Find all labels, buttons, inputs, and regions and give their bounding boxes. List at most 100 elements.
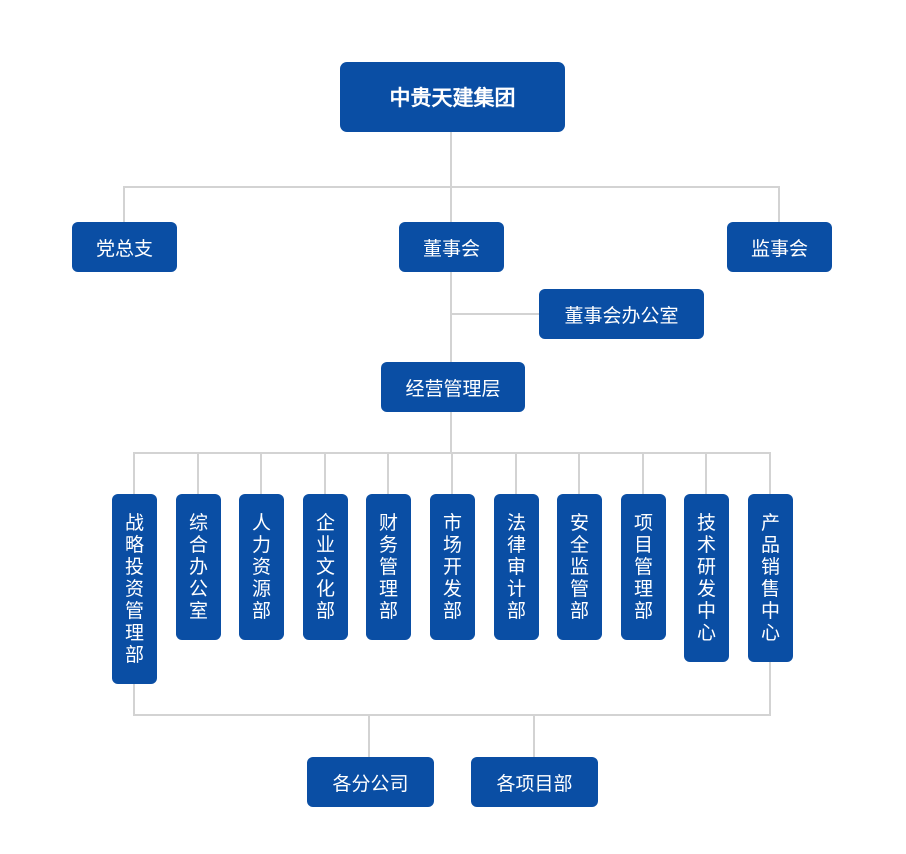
connector-level1-bar: [123, 186, 780, 188]
department-label-char: 律: [506, 534, 526, 556]
department-label: 人力资源部: [252, 512, 271, 622]
department-node: 综合办公室: [176, 494, 221, 640]
department-label-char: 投: [124, 556, 144, 578]
connector-bottom-left-rise: [133, 682, 135, 716]
connector-board-office: [450, 313, 542, 315]
department-label-char: 研: [696, 556, 716, 578]
department-node: 法律审计部: [494, 494, 539, 640]
department-label-char: 全: [569, 534, 589, 556]
department-label-char: 技: [696, 512, 716, 534]
department-label-char: 室: [188, 600, 208, 622]
supervisory-board-node: 监事会: [727, 222, 832, 272]
department-label: 企业文化部: [316, 512, 335, 622]
department-label: 市场开发部: [443, 512, 462, 622]
department-label-char: 场: [442, 534, 462, 556]
department-label: 财务管理部: [379, 512, 398, 622]
department-node: 技术研发中心: [684, 494, 729, 662]
department-label-char: 管: [378, 556, 398, 578]
department-label-char: 源: [251, 578, 271, 600]
connector-board-to-management: [450, 271, 452, 364]
department-node: 财务管理部: [366, 494, 411, 640]
department-node: 人力资源部: [239, 494, 284, 640]
root-node: 中贵天建集团: [340, 62, 565, 132]
department-label: 产品销售中心: [761, 512, 780, 644]
department-label-char: 心: [760, 622, 780, 644]
connector-dept-drop: [387, 452, 389, 496]
connector-root-down: [450, 131, 452, 224]
connector-project-drop: [533, 714, 535, 758]
department-label-char: 售: [760, 578, 780, 600]
department-label-char: 安: [569, 512, 589, 534]
department-label-char: 略: [124, 534, 144, 556]
connector-branch-drop: [368, 714, 370, 758]
department-label-char: 计: [506, 578, 526, 600]
department-label-char: 术: [696, 534, 716, 556]
department-label-char: 办: [188, 556, 208, 578]
department-label: 项目管理部: [634, 512, 653, 622]
department-label-char: 市: [442, 512, 462, 534]
department-node: 战略投资管理部: [112, 494, 157, 684]
department-label-char: 理: [633, 578, 653, 600]
department-label-char: 文: [315, 556, 335, 578]
department-label-char: 化: [315, 578, 335, 600]
department-label-char: 心: [696, 622, 716, 644]
department-label: 技术研发中心: [697, 512, 716, 644]
connector-dept-drop: [642, 452, 644, 496]
department-label-char: 管: [124, 600, 144, 622]
department-label-char: 业: [315, 534, 335, 556]
department-label-char: 部: [251, 600, 271, 622]
branch-companies-node: 各分公司: [307, 757, 434, 807]
department-label-char: 部: [569, 600, 589, 622]
department-label-char: 力: [251, 534, 271, 556]
department-label-char: 资: [251, 556, 271, 578]
department-label: 战略投资管理部: [125, 512, 144, 666]
department-label-char: 销: [760, 556, 780, 578]
department-label-char: 公: [188, 578, 208, 600]
department-label: 安全监管部: [570, 512, 589, 622]
connector-left-drop: [123, 186, 125, 224]
department-label-char: 产: [760, 512, 780, 534]
department-label-char: 发: [442, 578, 462, 600]
department-label-char: 财: [378, 512, 398, 534]
department-label-char: 战: [124, 512, 144, 534]
connector-right-drop: [778, 186, 780, 224]
board-node: 董事会: [399, 222, 504, 272]
party-branch-node: 党总支: [72, 222, 177, 272]
department-label-char: 开: [442, 556, 462, 578]
department-node: 企业文化部: [303, 494, 348, 640]
connector-dept-drop: [197, 452, 199, 496]
department-label-char: 部: [378, 600, 398, 622]
connector-management-down: [450, 411, 452, 454]
department-label-char: 项: [633, 512, 653, 534]
connector-bottom-bar: [133, 714, 771, 716]
department-label-char: 理: [124, 622, 144, 644]
connector-bottom-right-rise: [769, 660, 771, 716]
department-label-char: 资: [124, 578, 144, 600]
department-label-char: 部: [633, 600, 653, 622]
department-label: 法律审计部: [507, 512, 526, 622]
department-label-char: 管: [633, 556, 653, 578]
management-node: 经营管理层: [381, 362, 525, 412]
connector-dept-drop: [515, 452, 517, 496]
department-label-char: 人: [251, 512, 271, 534]
department-label-char: 法: [506, 512, 526, 534]
department-label-char: 务: [378, 534, 398, 556]
department-label-char: 部: [124, 644, 144, 666]
department-label-char: 综: [188, 512, 208, 534]
department-node: 安全监管部: [557, 494, 602, 640]
department-label-char: 中: [760, 600, 780, 622]
department-node: 产品销售中心: [748, 494, 793, 662]
board-office-node: 董事会办公室: [539, 289, 704, 339]
department-label: 综合办公室: [189, 512, 208, 622]
connector-dept-drop: [133, 452, 135, 496]
connector-dept-drop: [324, 452, 326, 496]
connector-dept-drop: [769, 452, 771, 496]
department-label-char: 目: [633, 534, 653, 556]
department-label-char: 中: [696, 600, 716, 622]
project-departments-node: 各项目部: [471, 757, 598, 807]
connector-dept-drop: [578, 452, 580, 496]
department-label-char: 理: [378, 578, 398, 600]
department-node: 市场开发部: [430, 494, 475, 640]
department-label-char: 部: [315, 600, 335, 622]
